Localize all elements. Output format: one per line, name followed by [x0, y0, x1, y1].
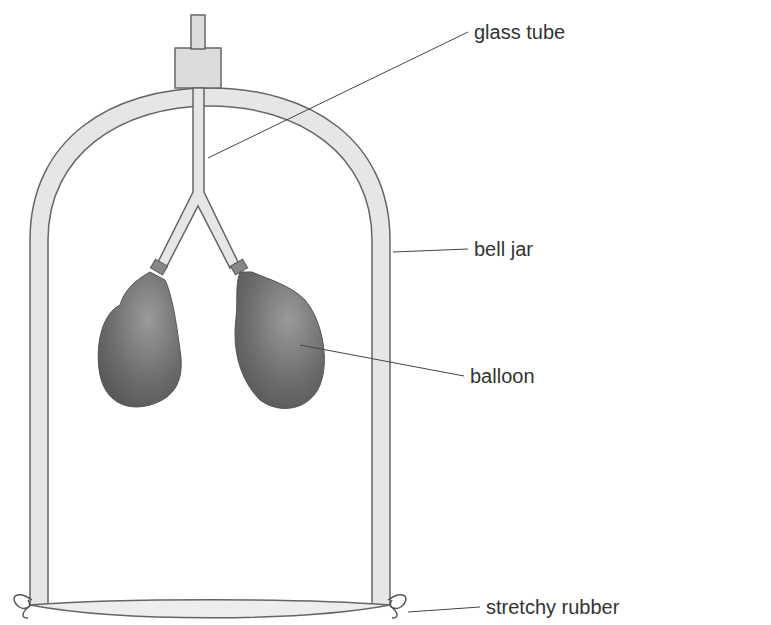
rubber-sheet	[30, 600, 390, 618]
balloon	[98, 272, 181, 407]
leader-line	[208, 32, 468, 158]
leader-line	[300, 345, 464, 376]
rubber-curl	[388, 595, 406, 618]
balloon-neck	[150, 259, 167, 275]
bell-jar	[30, 88, 390, 605]
glass-tube	[158, 88, 238, 268]
tube-top	[191, 15, 205, 49]
part-label: bell jar	[474, 237, 533, 261]
part-label: glass tube	[474, 20, 565, 44]
balloon	[235, 272, 324, 408]
part-label: balloon	[470, 364, 535, 388]
leader-line	[393, 249, 468, 252]
part-label: stretchy rubber	[486, 595, 619, 619]
stopper	[175, 48, 221, 88]
rubber-curl	[14, 595, 32, 618]
leader-line	[408, 607, 480, 612]
